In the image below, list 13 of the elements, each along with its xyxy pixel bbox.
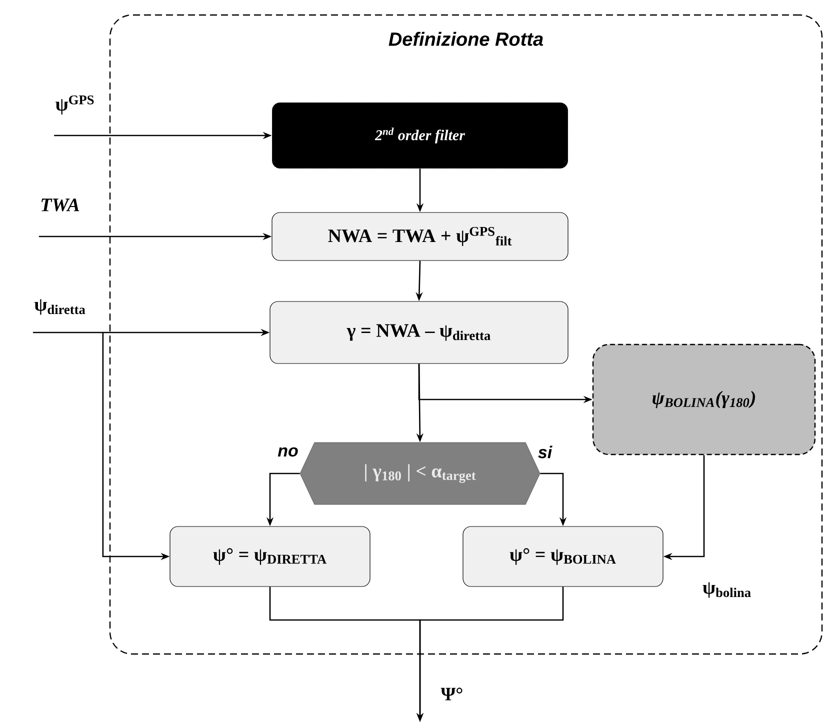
function-block: ψ$_{BOLINA}$(γ$_{180}$) bbox=[592, 344, 816, 456]
edge-label: Ψ° bbox=[440, 688, 462, 700]
edge-label: si bbox=[538, 446, 552, 458]
input-label: ψ$^{GPS}$ bbox=[56, 95, 94, 115]
process-box: NWA = TWA + ψ$^{GPS}$filt bbox=[272, 212, 568, 261]
process-box: γ = NWA – ψ$_{diretta}$ bbox=[270, 301, 568, 364]
edge-label: no bbox=[278, 447, 298, 457]
input-label: TWA bbox=[42, 198, 80, 212]
edge-label: ψ$_{bolina}$ bbox=[702, 582, 751, 598]
filter-block: 2$^{nd}$ order filter bbox=[272, 102, 568, 169]
input-label: ψ$_{diretta}$ bbox=[34, 299, 86, 315]
process-box: ψ° = ψ$_{BOLINA}$ bbox=[462, 526, 664, 587]
process-box: ψ° = ψ$_{DIRETTA}$ bbox=[170, 526, 370, 587]
